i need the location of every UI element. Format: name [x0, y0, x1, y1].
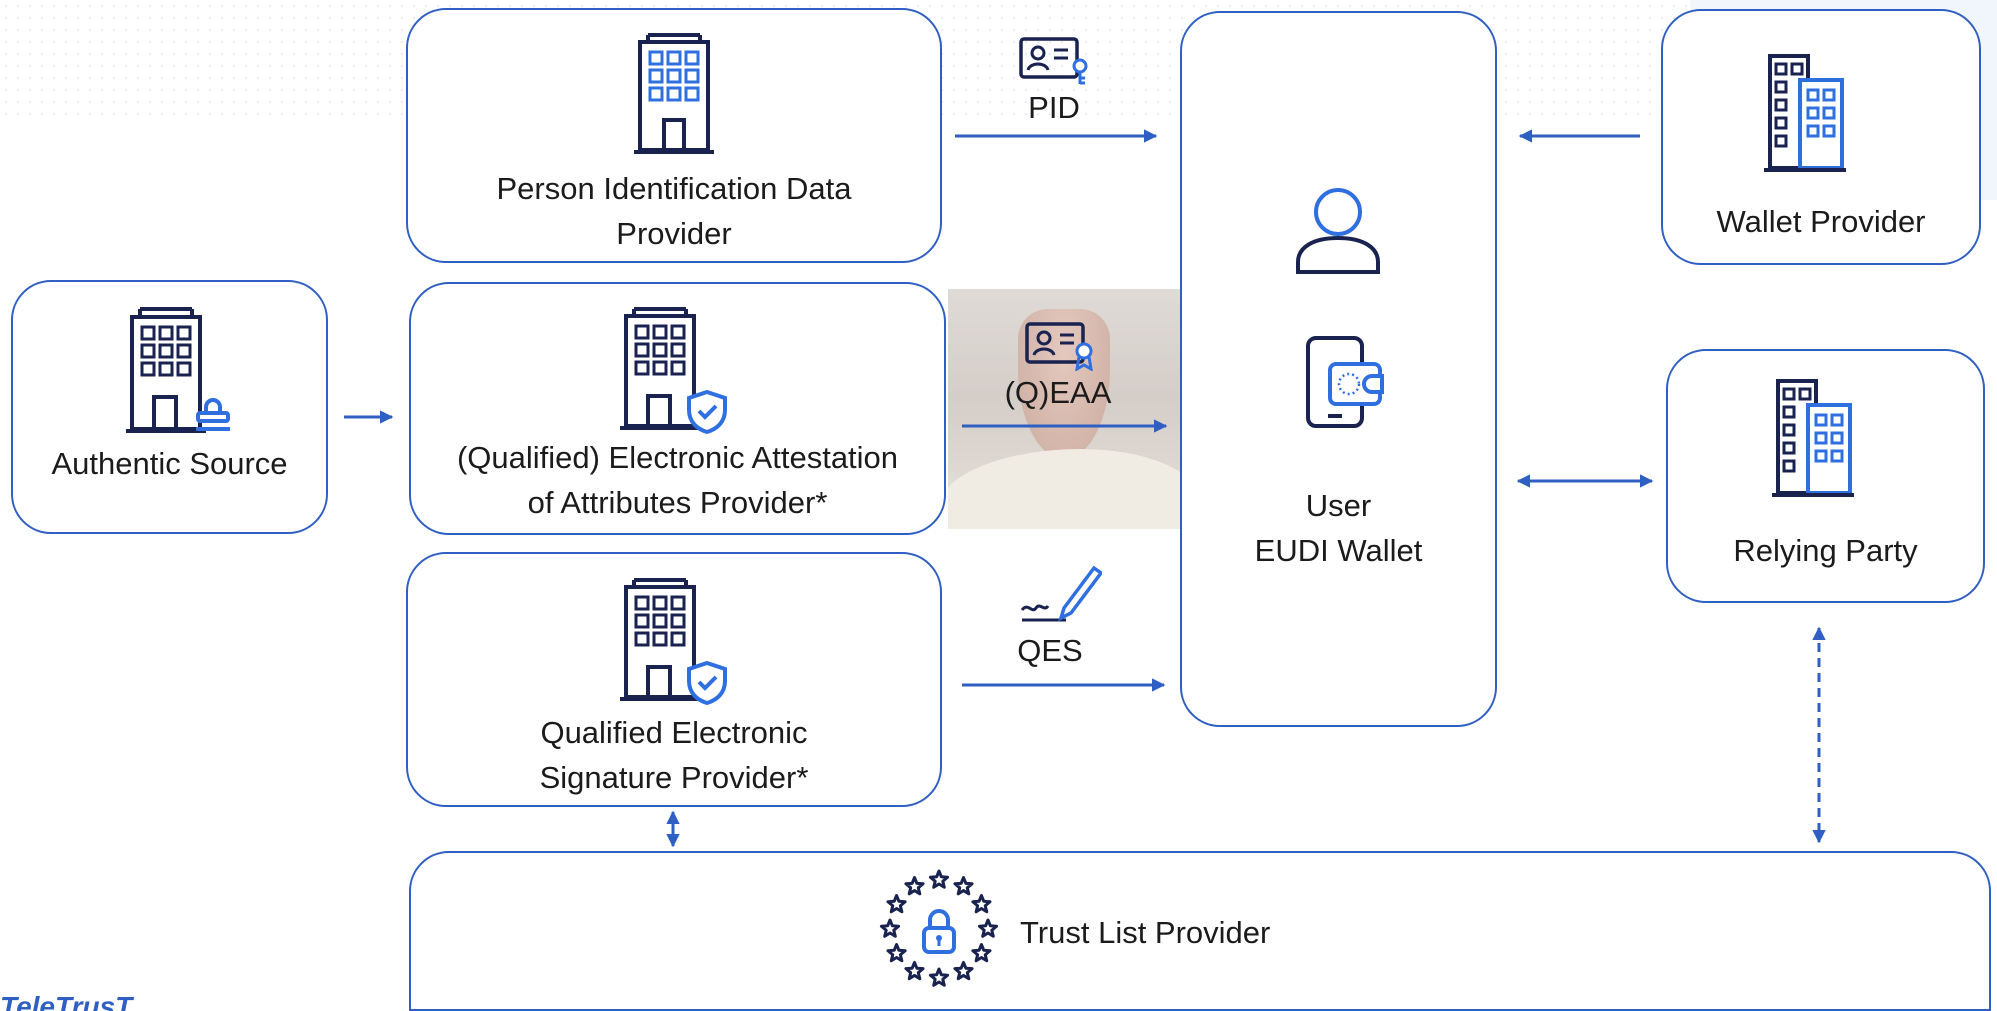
id-card-badge-icon	[1024, 321, 1094, 371]
qes-provider-label: Qualified Electronic Signature Provider*	[539, 715, 809, 795]
logo-text: TeleTrusT	[0, 993, 133, 1011]
user-icon	[1292, 186, 1384, 276]
qes-provider-box[interactable]	[406, 552, 942, 807]
eu-star	[928, 869, 950, 889]
trust-list-provider-label: Trust List Provider	[1020, 915, 1271, 950]
eu-star	[904, 960, 925, 981]
office-complex-icon	[1770, 377, 1856, 501]
authentic-source-label: Authentic Source	[51, 446, 288, 481]
eu-star	[904, 876, 925, 896]
eaa-provider-box[interactable]	[409, 282, 946, 535]
eu-star	[879, 918, 901, 938]
eu-star	[928, 967, 950, 987]
eu-star	[886, 943, 907, 963]
building-stamp-icon	[126, 305, 236, 437]
building-shield-icon	[620, 306, 732, 436]
eu-star	[977, 918, 999, 938]
user-wallet-label: User EUDI Wallet	[1254, 488, 1423, 568]
pid-provider-label: Person Identification Data Provider	[496, 171, 852, 251]
building-shield-icon	[620, 577, 732, 707]
teletrust-logo: TeleTrusT	[0, 993, 230, 1011]
eu-stars-lock-icon	[878, 868, 1000, 990]
qes-flow-label: QES	[1017, 633, 1083, 668]
qeaa-flow-label: (Q)EAA	[1004, 375, 1112, 410]
wallet-phone-icon	[1302, 334, 1388, 430]
eu-star	[971, 943, 992, 963]
eu-star	[953, 876, 974, 896]
eu-star	[971, 894, 992, 914]
eu-star	[953, 960, 974, 981]
relying-party-label: Relying Party	[1733, 533, 1918, 568]
trust-list-provider-box[interactable]	[409, 851, 1991, 1011]
wallet-provider-label: Wallet Provider	[1716, 204, 1926, 239]
pid-flow-label: PID	[1028, 90, 1080, 125]
eaa-provider-label: (Qualified) Electronic Attestation of At…	[456, 440, 899, 520]
eu-star	[886, 894, 907, 914]
authentic-source-box[interactable]	[11, 280, 328, 534]
building-icon	[634, 32, 714, 157]
signature-pen-icon	[1018, 562, 1102, 624]
office-complex-icon	[1762, 52, 1848, 176]
id-card-key-icon	[1018, 36, 1090, 86]
